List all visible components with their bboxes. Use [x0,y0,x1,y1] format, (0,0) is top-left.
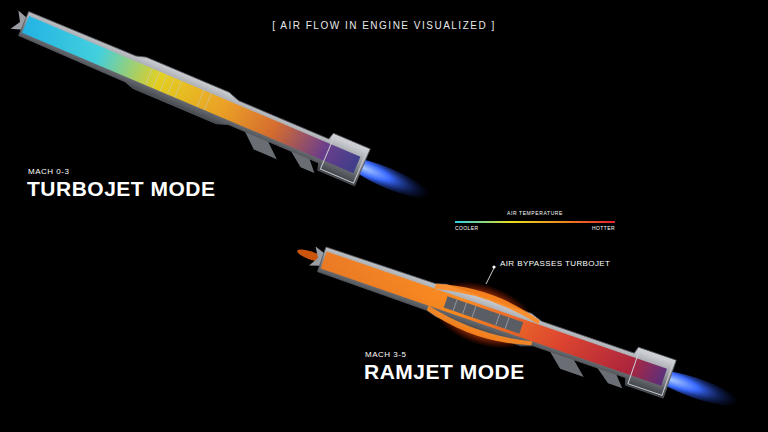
diagram-title: [ AIR FLOW IN ENGINE VISUALIZED ] [272,20,495,31]
legend-low: COOLER [455,226,479,232]
mode-title: RAMJET MODE [364,360,525,383]
legend-high: HOTTER [592,226,615,232]
callout-label: AIR BYPASSES TURBOJET [500,260,610,269]
speed-range: MACH 3-5 [365,351,406,360]
mode-title: TURBOJET MODE [27,177,216,200]
legend-title: AIR TEMPERATURE [507,211,563,217]
speed-range: MACH 0-3 [28,168,69,177]
